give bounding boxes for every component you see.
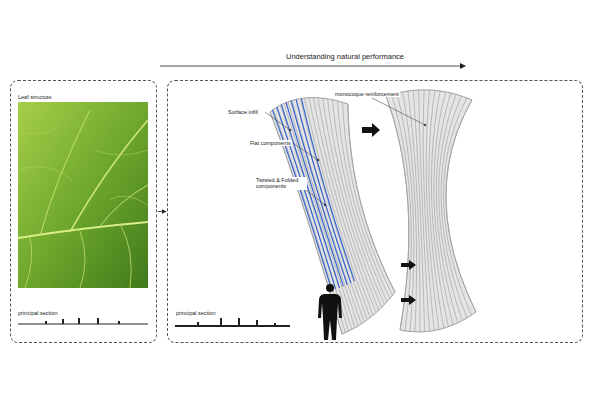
callout-label: monocoque reinforcement	[334, 91, 400, 97]
blue-component	[272, 110, 331, 290]
blue-component	[286, 103, 343, 287]
shell-rib	[423, 90, 434, 331]
leaf-photo	[18, 102, 148, 288]
callout-label: Flat components	[249, 140, 292, 146]
section-label: principal section	[176, 310, 215, 316]
dashed-panel: monocoque reinforcementSurface infillFla…	[167, 80, 583, 343]
shell-rib	[446, 100, 476, 312]
shell-rib	[338, 101, 390, 299]
shell-rib	[296, 99, 364, 322]
blue-component	[291, 101, 347, 285]
shell-rib	[386, 96, 409, 330]
shell-section	[175, 318, 290, 326]
section-label: principal section	[18, 310, 57, 316]
shell-rib	[284, 103, 355, 327]
diagram-title: Understanding natural performance	[245, 52, 445, 61]
shell-structures	[270, 90, 476, 334]
shell-surface	[386, 90, 476, 332]
shell-rib	[419, 90, 430, 331]
flow-arrow	[158, 211, 166, 212]
shell-rib	[343, 102, 393, 295]
callout-label: Surface infill	[227, 109, 259, 115]
callout-label: Twisted & Folded components	[255, 177, 307, 190]
human-silhouette	[318, 284, 342, 340]
blue-component	[281, 105, 339, 288]
leader-lines	[265, 98, 426, 206]
title-arrow	[160, 66, 465, 67]
blue-component	[301, 98, 354, 281]
dashed-panel: Leaf structure principal section	[10, 80, 157, 343]
shell-rib	[348, 104, 395, 292]
leaf-section	[18, 318, 148, 324]
shell-rib	[397, 93, 414, 331]
direction-arrows	[362, 123, 416, 305]
shell-rib	[431, 91, 448, 327]
blue-component	[277, 107, 336, 289]
blue-component	[296, 99, 351, 283]
panel-heading: Leaf structure	[18, 94, 52, 100]
